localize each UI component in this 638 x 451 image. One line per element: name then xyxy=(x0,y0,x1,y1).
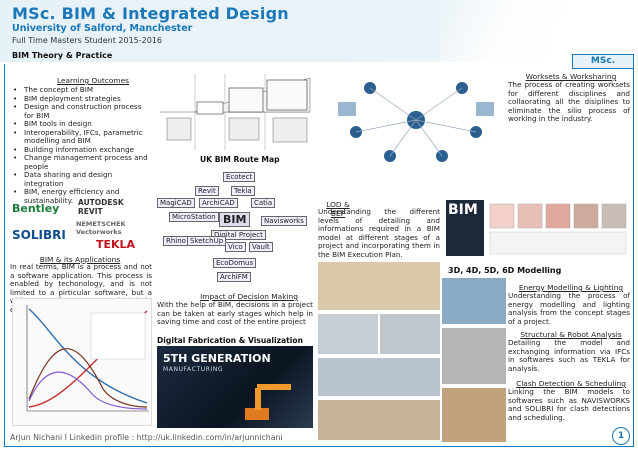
footer-linkedin: Arjun Nichani I Linkedin profile : http:… xyxy=(10,433,283,442)
fabrication-image-text-2: MANUFACTURING xyxy=(163,366,224,373)
structural-model-image xyxy=(442,328,506,384)
clash-model-image xyxy=(318,400,440,440)
energy-structure-images xyxy=(442,278,506,442)
energy-text: Understanding the process of energy mode… xyxy=(508,291,630,326)
applications-title: BIM & its Applications xyxy=(39,255,121,264)
tekla-logo: TEKLA xyxy=(96,238,136,251)
tool-tag: Vault xyxy=(249,242,273,252)
energy-title: Energy Modelling & Lighting xyxy=(518,283,624,292)
list-item: Change management process and people xyxy=(12,153,152,171)
tool-tag: Rhino xyxy=(163,236,189,246)
bim-route-map-diagram xyxy=(155,70,315,154)
list-item: The concept of BIM xyxy=(12,85,152,95)
decision-title: Impact of Decision Making xyxy=(200,292,298,301)
list-item: Data sharing and design integration xyxy=(12,170,152,188)
tool-tag: MicroStation xyxy=(169,212,219,222)
structural-text: Detailing the model and exchanging infor… xyxy=(508,338,630,373)
tool-tag: EcoDomus xyxy=(213,258,257,268)
list-item: Design and construction process for BIM xyxy=(12,102,152,120)
course-line: Full Time Masters Student 2015-2016 xyxy=(12,36,163,45)
steel-model-image xyxy=(380,314,440,354)
robot-arm-illustration xyxy=(245,384,291,420)
4d-model-image xyxy=(318,262,440,310)
tool-tag: Tekla xyxy=(231,186,255,196)
bim-tools-cloud: Ecotect Revit Tekla MagiCAD ArchiCAD Cat… xyxy=(155,170,313,288)
list-item: Interoperability, IFCs, parametric model… xyxy=(12,128,152,146)
modelling-screenshots xyxy=(318,262,440,442)
list-item: BIM deployment strategies xyxy=(12,94,152,104)
tool-tag: Catia xyxy=(251,198,276,208)
nemetschek-logo: NEMETSCHEK Vectorworks xyxy=(76,220,126,236)
page-number: 1 xyxy=(612,427,630,445)
header-band xyxy=(0,0,638,62)
analysis-image xyxy=(318,358,440,396)
tool-tag: Ecotect xyxy=(223,172,256,182)
tool-tag: Digital Project xyxy=(211,230,266,240)
list-item: BIM, energy efficiency and sustainabilit… xyxy=(12,187,152,205)
macleamy-curve-chart xyxy=(12,298,152,426)
bentley-logo: Bentley xyxy=(12,202,60,215)
module-title: BIM Theory & Practice xyxy=(12,51,113,60)
decision-text: With the help of BIM, decisions in a pro… xyxy=(157,300,313,327)
route-map-caption: UK BIM Route Map xyxy=(200,155,280,164)
tool-tag: SketchUp xyxy=(187,236,227,246)
structure-model-image xyxy=(318,314,378,354)
bep-guide-cover: BIM xyxy=(446,200,484,256)
msc-badge: MSc. xyxy=(572,54,634,69)
fabrication-image-text-1: 5TH GENERATION xyxy=(163,352,271,365)
decision-curves xyxy=(26,305,149,412)
software-logos: Bentley AUTODESK REVIT NEMETSCHEK Vector… xyxy=(10,198,150,254)
university-name: University of Salford, Manchester xyxy=(12,23,193,34)
list-item: BIM tools in design xyxy=(12,119,152,129)
content-frame xyxy=(4,64,634,447)
solibri-logo: SOLIBRI xyxy=(12,228,66,242)
lod-bep-images: BIM xyxy=(446,200,630,260)
worksets-title: Worksets & Worksharing xyxy=(525,72,617,81)
workset-collaboration-diagram xyxy=(330,68,502,170)
lod-text: Understanding the different levels of de… xyxy=(318,207,440,259)
clash-text: Linking the BIM models to softwares such… xyxy=(508,387,630,422)
tool-tag: BIM xyxy=(219,212,251,227)
route-map-wedge xyxy=(160,74,311,150)
tool-tag: ArchiFM xyxy=(217,272,251,282)
energy-model-image xyxy=(442,278,506,324)
lod-title: LOD & BEP xyxy=(326,200,350,218)
tool-tag: ArchiCAD xyxy=(199,198,238,208)
structural-title: Structural & Robot Analysis xyxy=(520,330,622,339)
tool-tag: MagiCAD xyxy=(157,198,195,208)
lod-stages-illustration xyxy=(489,203,627,255)
tool-tag: Vico xyxy=(225,242,246,252)
tool-tag: Revit xyxy=(195,186,219,196)
page-title: MSc. BIM & Integrated Design xyxy=(12,4,289,23)
fabrication-image: 5TH GENERATION MANUFACTURING xyxy=(157,346,313,428)
fabrication-caption: Digital Fabrication & Visualization xyxy=(157,336,303,345)
tool-tag: Navisworks xyxy=(261,216,307,226)
learning-outcomes-title: Learning Outcomes xyxy=(56,76,129,85)
clash-detection-image xyxy=(442,388,506,442)
clash-title: Clash Detection & Scheduling xyxy=(516,379,626,388)
people-network-illustration xyxy=(338,82,494,162)
worksets-text: The process of creating worksets for dif… xyxy=(508,80,630,124)
learning-outcomes-list: The concept of BIM BIM deployment strate… xyxy=(12,85,152,205)
revit-logo: AUTODESK REVIT xyxy=(78,198,124,216)
list-item: Building information exchange xyxy=(12,145,152,155)
modelling-caption: 3D, 4D, 5D, 6D Modelling xyxy=(448,266,562,275)
